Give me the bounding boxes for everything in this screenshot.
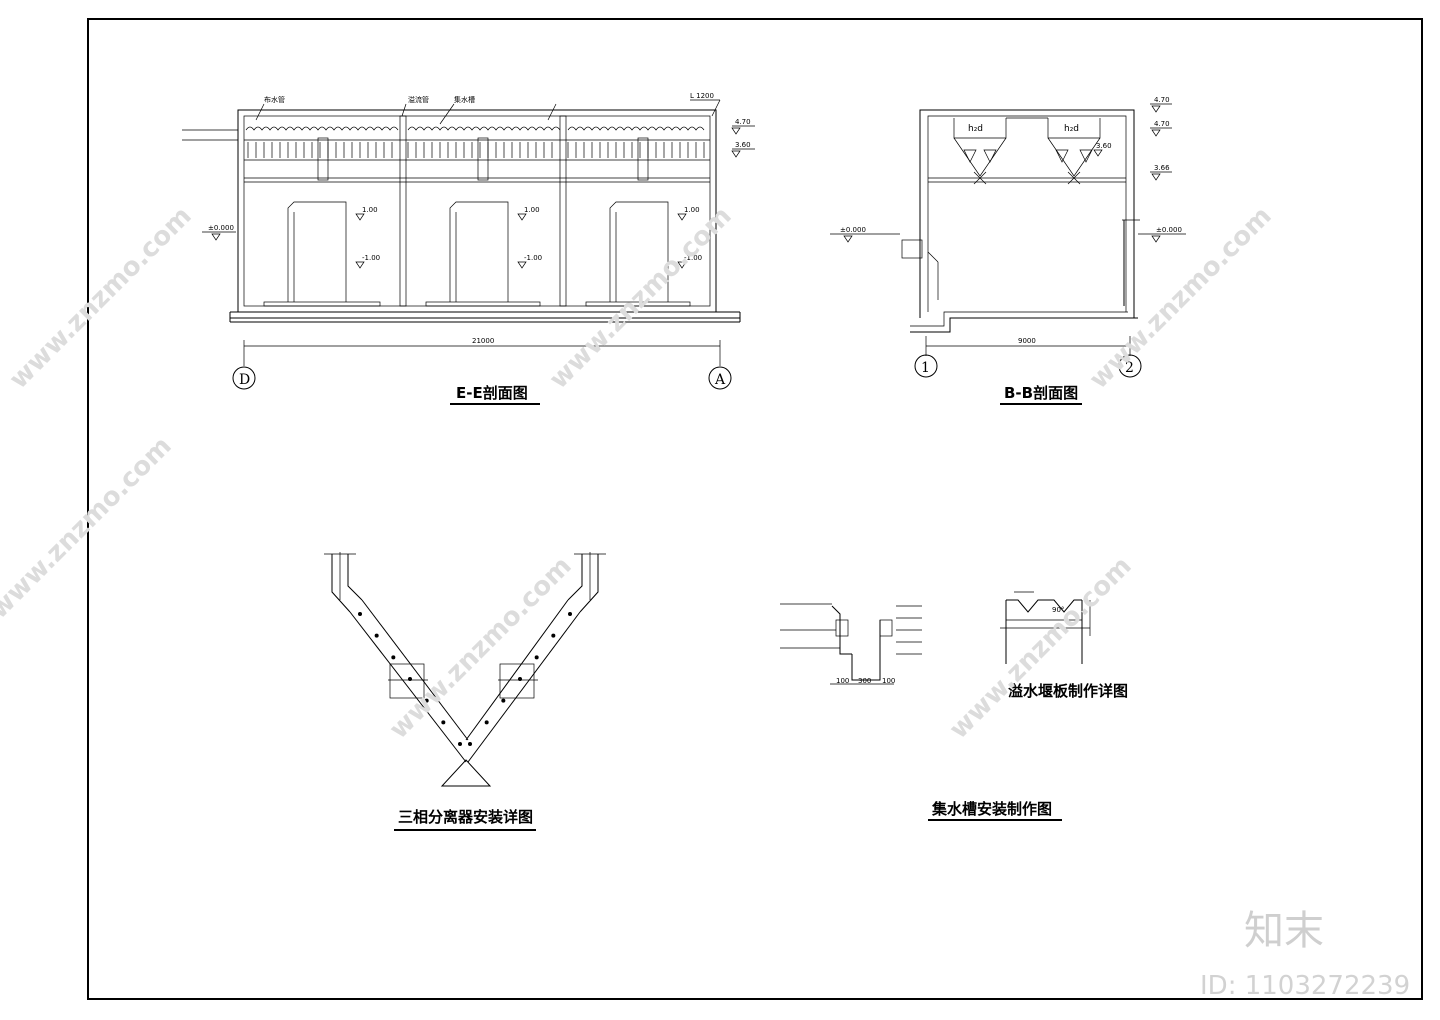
svg-text:h₂d: h₂d — [1064, 124, 1079, 134]
ee-label-collector: 集水槽 — [454, 95, 475, 104]
collector-dim-3: 100 — [882, 677, 895, 685]
collector-detail: 100 300 100 — [780, 603, 922, 685]
three-phase-detail — [324, 552, 606, 787]
ee-axis-a: A — [714, 372, 726, 388]
ee-dimension: 21000 — [472, 337, 494, 345]
ee-level-360: 3.60 — [735, 141, 751, 149]
svg-text:www.znzmo.com: www.znzmo.com — [384, 551, 578, 745]
bb-dimension: 9000 — [1018, 337, 1036, 345]
ee-cell-level-2: -1.00 — [524, 254, 542, 262]
three-phase-title: 三相分离器安装详图 — [398, 808, 533, 826]
weir-detail: 90° — [1000, 591, 1091, 664]
weir-title: 溢水堰板制作详图 — [1008, 682, 1128, 700]
bb-axis-2: 2 — [1125, 360, 1134, 376]
ee-cell-level-1: 1.00 — [524, 206, 540, 214]
ee-label-inlet: 布水管 — [264, 95, 285, 104]
ee-cell-level-2: -1.00 — [684, 254, 702, 262]
svg-text:www.znzmo.com: www.znzmo.com — [4, 201, 198, 395]
ee-level-marks: 4.70 3.60 ±0.000 L 1200 — [202, 92, 755, 241]
ee-cell-level-2: -1.00 — [362, 254, 380, 262]
watermark-brand: 知末 — [1244, 908, 1324, 954]
bb-level-2: 4.70 — [1154, 120, 1170, 128]
bb-level-5: ±0.000 — [840, 226, 866, 234]
svg-text:h₂d: h₂d — [968, 124, 983, 134]
bb-title: B-B剖面图 — [1004, 384, 1078, 402]
ee-cell-level-1: 1.00 — [684, 206, 700, 214]
weir-angle: 90° — [1052, 606, 1064, 614]
ee-section: 1.00 -1.00 1.00 -1.00 1.00 -1.00 4.70 3.60 ±0… — [182, 92, 755, 405]
bb-level-1: 4.70 — [1154, 96, 1170, 104]
svg-text:www.znzmo.com: www.znzmo.com — [944, 551, 1138, 745]
ee-axis-d: D — [239, 372, 250, 388]
bb-level-4: 3.66 — [1154, 164, 1170, 172]
bb-level-3: 3.60 — [1096, 142, 1112, 150]
bb-section: h₂d h₂d 4.70 4.70 3.60 3.66 ±0.000 ±0.00… — [830, 96, 1186, 405]
ee-cell-level-1: 1.00 — [362, 206, 378, 214]
ee-label-overflow: 溢流管 — [408, 95, 429, 104]
ee-level-top: L 1200 — [690, 92, 714, 100]
ee-level-000: ±0.000 — [208, 224, 234, 232]
bb-axis-1: 1 — [921, 360, 930, 376]
svg-text:www.znzmo.com: www.znzmo.com — [544, 201, 738, 395]
bb-level-6: ±0.000 — [1156, 226, 1182, 234]
outer-frame — [87, 18, 1423, 1000]
watermark-layer: www.znzmo.com www.znzmo.com www.znzmo.co… — [0, 201, 1410, 1001]
collector-title: 集水槽安装制作图 — [931, 800, 1052, 818]
ee-level-470: 4.70 — [735, 118, 751, 126]
collector-dim-2: 300 — [858, 677, 871, 685]
watermark-id: ID: 1103272239 — [1200, 971, 1410, 1001]
ee-title: E-E剖面图 — [456, 384, 528, 402]
collector-dim-1: 100 — [836, 677, 849, 685]
